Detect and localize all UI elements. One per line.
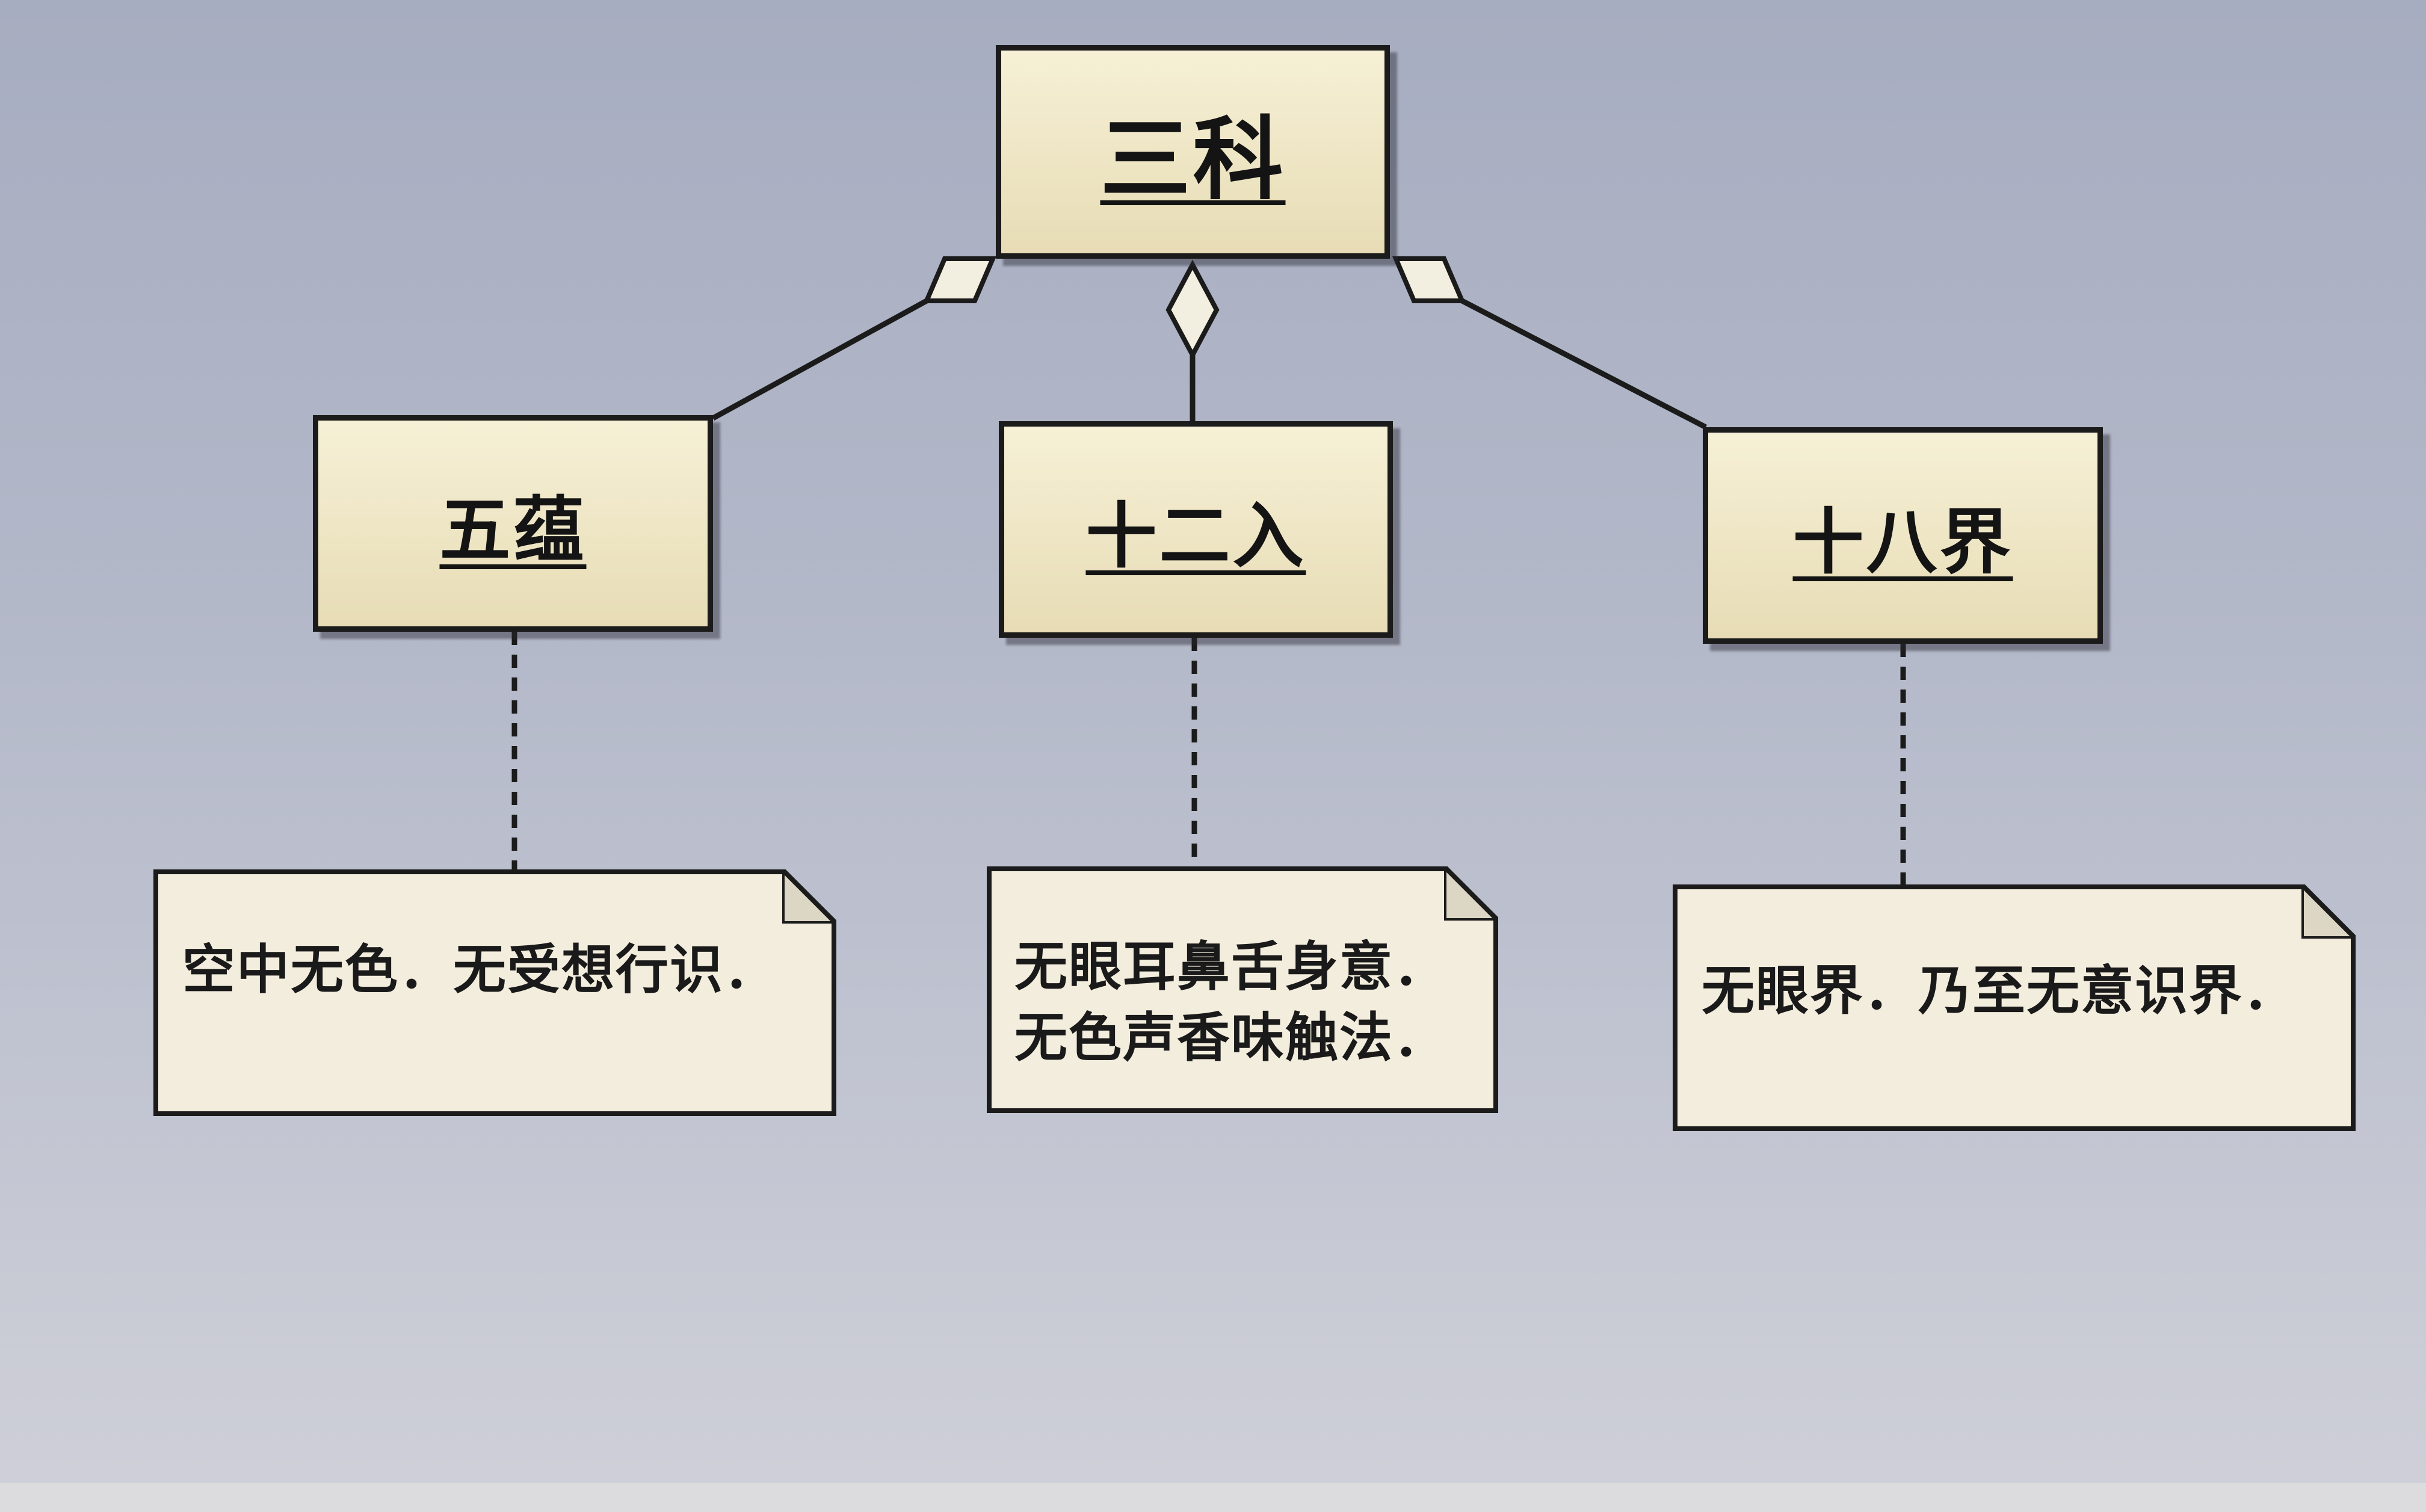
note-fold-wuyun [782, 869, 836, 924]
link-line-shibajie [1460, 298, 1708, 430]
note-text-shierru-line2: 无色声香味触法． [1014, 1007, 1448, 1069]
aggregation-diamond-center [1165, 259, 1220, 360]
class-box-sanke[interactable]: 三科 [996, 45, 1390, 259]
class-label-shierru: 十二入 [1085, 494, 1306, 578]
note-fold-shibajie [2301, 884, 2356, 939]
note-text-wuyun-line1: 空中无色．无受想行识． [182, 939, 779, 1001]
aggregation-diamond-left [922, 256, 997, 303]
aggregation-diamond-right [1392, 256, 1466, 303]
note-fold-shierru [1444, 866, 1498, 921]
note-wuyun[interactable]: 空中无色．无受想行识． [153, 869, 836, 1116]
note-text-shierru-line1: 无眼耳鼻舌身意． [1014, 936, 1448, 998]
class-box-shibajie[interactable]: 十八界 [1703, 427, 2103, 644]
class-box-wuyun[interactable]: 五蕴 [313, 415, 713, 632]
class-label-shibajie: 十八界 [1792, 500, 2013, 584]
bottom-strip [0, 1483, 2426, 1512]
note-text-shibajie-line1: 无眼界．乃至无意识界． [1702, 960, 2298, 1022]
note-shibajie[interactable]: 无眼界．乃至无意识界． [1673, 884, 2356, 1131]
class-label-wuyun: 五蕴 [439, 488, 587, 572]
note-shierru[interactable]: 无眼耳鼻舌身意． 无色声香味触法． [987, 866, 1498, 1113]
link-line-wuyun [711, 298, 928, 421]
class-box-shierru[interactable]: 十二入 [999, 421, 1393, 638]
class-label-sanke: 三科 [1100, 108, 1286, 212]
